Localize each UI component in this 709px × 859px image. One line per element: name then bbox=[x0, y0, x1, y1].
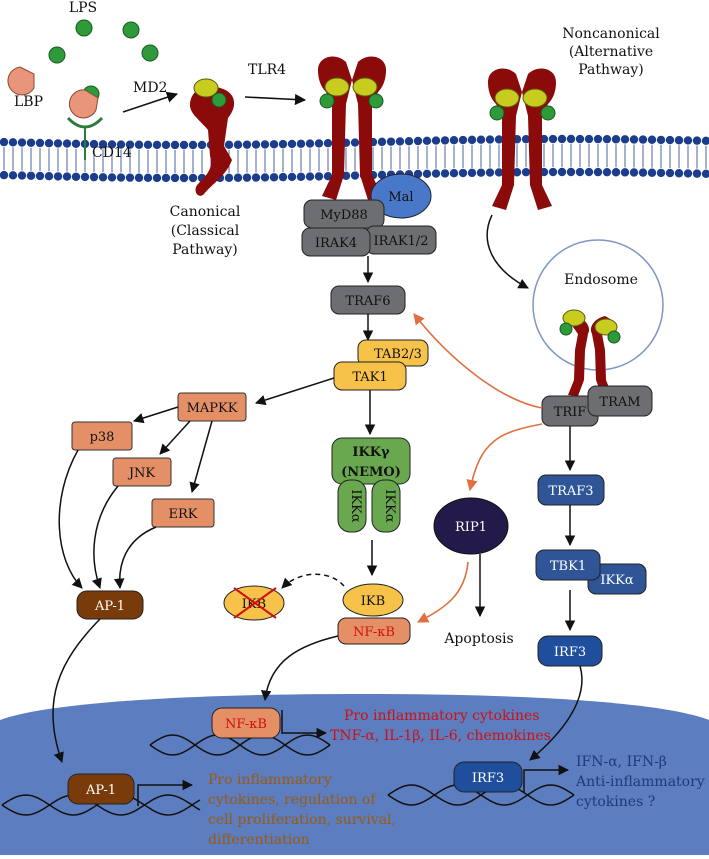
lbp-shape bbox=[7, 66, 35, 96]
tbk1-node bbox=[535, 549, 601, 581]
ikka-left-label: IKKα bbox=[348, 489, 363, 523]
ap1-output-4: differentiation bbox=[208, 832, 310, 848]
canonical-label-1: Canonical bbox=[170, 204, 241, 220]
ap1-output-1: Pro inflammatory bbox=[208, 772, 332, 788]
irf3-node bbox=[537, 635, 603, 667]
erk-node bbox=[151, 498, 215, 528]
mal-node bbox=[370, 173, 432, 219]
nucleus-ap1-node bbox=[67, 773, 135, 805]
tram-node bbox=[587, 385, 653, 417]
nucleus-nfkb-node bbox=[211, 707, 281, 739]
ikkg-label: IKKγ bbox=[352, 445, 390, 460]
ikk-gamma-node bbox=[331, 437, 411, 485]
ikb-node bbox=[342, 583, 404, 617]
tlr4-dimer-endosome bbox=[559, 309, 621, 396]
canonical-label-3: Pathway) bbox=[172, 242, 237, 258]
ap1-output-3: cell proliferation, survival, bbox=[208, 812, 396, 828]
canonical-label-2: (Classical bbox=[171, 223, 240, 239]
rip1-node bbox=[433, 497, 509, 555]
apoptosis-label: Apoptosis bbox=[443, 631, 513, 647]
ap1-label: AP-1 bbox=[94, 599, 125, 614]
ikk-alpha-right-node bbox=[371, 479, 401, 533]
jnk-label: JNK bbox=[127, 466, 156, 481]
ikka-tbk-label: IKKα bbox=[600, 573, 634, 588]
lps-label: LPS bbox=[69, 0, 97, 16]
erk-label: ERK bbox=[169, 507, 198, 522]
lbp-label: LBP bbox=[14, 94, 43, 110]
rip1-label: RIP1 bbox=[455, 520, 487, 535]
jnk-node bbox=[112, 457, 172, 487]
tlr4-label: TLR4 bbox=[248, 62, 286, 78]
nucleus-ap1-label: AP-1 bbox=[85, 783, 116, 798]
irak4-node bbox=[301, 227, 371, 257]
irak12-label: IRAK1/2 bbox=[374, 234, 429, 249]
cd14-anchor bbox=[66, 116, 104, 129]
nucleus-irf3-node bbox=[453, 761, 523, 793]
md2-label: MD2 bbox=[133, 80, 167, 96]
nucleus-irf3-label: IRF3 bbox=[472, 771, 504, 786]
irf3-label: IRF3 bbox=[554, 645, 586, 660]
nfkb-output-2: TNF-α, IL-1β, IL-6, chemokines bbox=[330, 728, 551, 744]
ikka-right-label: IKKα bbox=[382, 489, 397, 523]
mapkk-label: MAPKK bbox=[187, 401, 238, 416]
ikb-label: IKB bbox=[361, 594, 385, 609]
ikk-alpha-left-node bbox=[337, 479, 367, 533]
irf3-output-1: IFN-α, IFN-β bbox=[576, 754, 667, 770]
nfkb-output-1: Pro inflammatory cytokines bbox=[344, 708, 539, 724]
irf3-output-2: Anti-inflammatory bbox=[575, 774, 705, 790]
nfkb-node bbox=[337, 617, 411, 645]
nucleus bbox=[0, 694, 709, 855]
endosome-label: Endosome bbox=[564, 272, 638, 288]
noncanonical-label-3: Pathway) bbox=[578, 62, 643, 78]
p38-label: p38 bbox=[90, 430, 115, 445]
tlr4-dimer-canonical bbox=[318, 56, 386, 200]
irf3-output-3: cytokines ? bbox=[576, 794, 655, 810]
trif-label: TRIF bbox=[554, 405, 587, 420]
nucleus-nfkb-label: NF-κB bbox=[225, 717, 267, 732]
ap1-node bbox=[76, 590, 144, 620]
p38-node bbox=[71, 421, 133, 451]
lbp-cd14-shape bbox=[68, 89, 99, 119]
tlr4-dimer-noncanonical bbox=[488, 68, 556, 211]
tram-label: TRAM bbox=[599, 395, 640, 410]
noncanonical-label-2: (Alternative bbox=[569, 44, 653, 60]
tak1-label: TAK1 bbox=[352, 370, 387, 385]
arrow-cd14-md2 bbox=[122, 91, 179, 113]
arrow-md2-tlr4 bbox=[244, 93, 307, 106]
traf6-label: TRAF6 bbox=[345, 294, 390, 309]
tab23-label: TAB2/3 bbox=[374, 347, 422, 362]
myd88-label: MyD88 bbox=[320, 208, 368, 223]
mal-label: Mal bbox=[388, 190, 413, 205]
tbk1-label: TBK1 bbox=[550, 559, 586, 574]
traf3-label: TRAF3 bbox=[548, 484, 593, 499]
cd14-label: CD14 bbox=[92, 145, 132, 161]
irak4-label: IRAK4 bbox=[315, 236, 357, 251]
nemo-label: (NEMO) bbox=[341, 465, 401, 480]
nfkb-label: NF-κB bbox=[353, 625, 395, 640]
ap1-output-2: cytokines, regulation of bbox=[208, 792, 377, 808]
traf3-node bbox=[537, 474, 605, 506]
tlr4-receptor-monomer bbox=[190, 78, 235, 196]
noncanonical-label-1: Noncanonical bbox=[562, 26, 660, 42]
